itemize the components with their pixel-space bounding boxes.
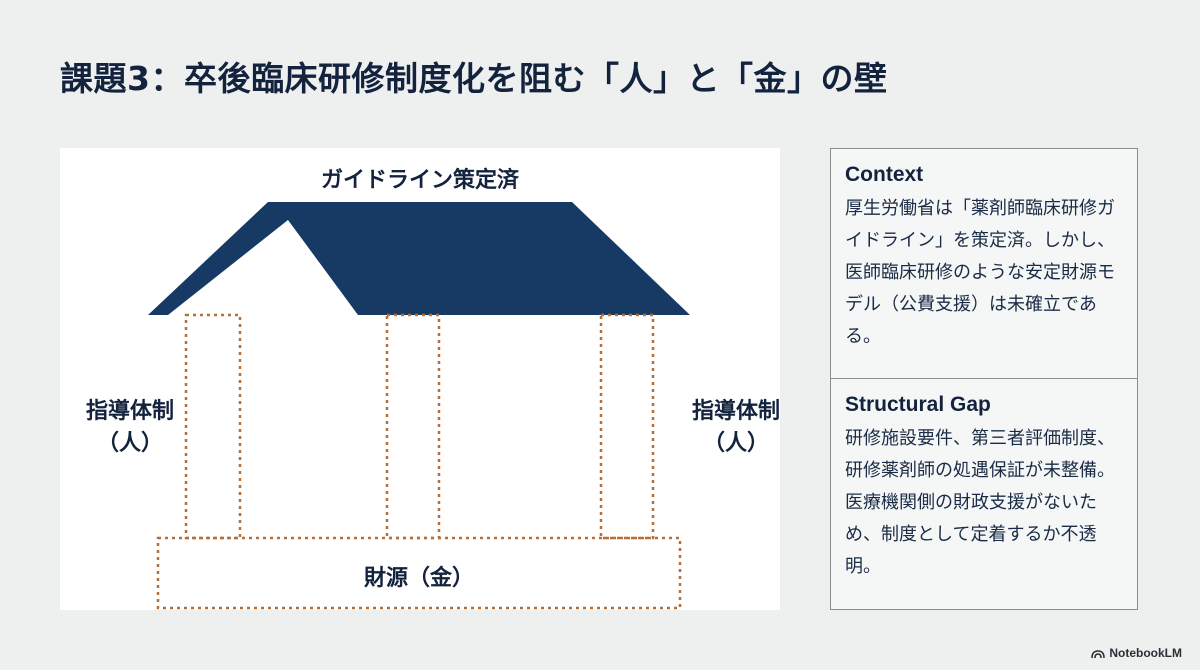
structural-gap-body: 研修施設要件、第三者評価制度、研修薬剤師の処遇保証が未整備。医療機関側の財政支援…	[845, 428, 1115, 577]
center-pillar	[385, 313, 441, 540]
structural-gap-box: Structural Gap 研修施設要件、第三者評価制度、研修薬剤師の処遇保証…	[830, 378, 1138, 610]
structural-gap-heading: Structural Gap	[845, 393, 991, 416]
foundation-block	[156, 536, 682, 610]
notebooklm-logo-icon	[1091, 648, 1106, 659]
left-pillar	[184, 313, 242, 540]
roof-label: ガイドライン策定済	[320, 168, 519, 193]
brand-watermark: NotebookLM	[1091, 646, 1182, 660]
roof-shape	[148, 202, 690, 315]
context-body: 厚生労働省は「薬剤師臨床研修ガイドライン」を策定済。しかし、医師臨床研修のような…	[845, 198, 1115, 347]
context-box: Context 厚生労働省は「薬剤師臨床研修ガイドライン」を策定済。しかし、医師…	[830, 148, 1138, 379]
page-title: 課題3：卒後臨床研修制度化を阻む「人」と「金」の壁	[60, 59, 888, 98]
right-support-label-line2: （人）	[702, 431, 769, 456]
left-support-label-line1: 指導体制	[85, 399, 174, 424]
house-diagram-graphic	[148, 202, 690, 610]
foundation-label: 財源（金）	[363, 566, 474, 591]
right-support-label: 指導体制 （人）	[666, 396, 806, 460]
house-diagram: ガイドライン策定済 指導体制 （人） 指導体制 （人） 財源（金）	[60, 148, 780, 610]
brand-name: NotebookLM	[1109, 646, 1182, 660]
left-support-label-line2: （人）	[96, 431, 163, 456]
left-support-label: 指導体制 （人）	[60, 396, 200, 460]
right-support-label-line1: 指導体制	[691, 399, 780, 424]
context-heading: Context	[845, 163, 924, 186]
right-pillar	[599, 313, 655, 540]
